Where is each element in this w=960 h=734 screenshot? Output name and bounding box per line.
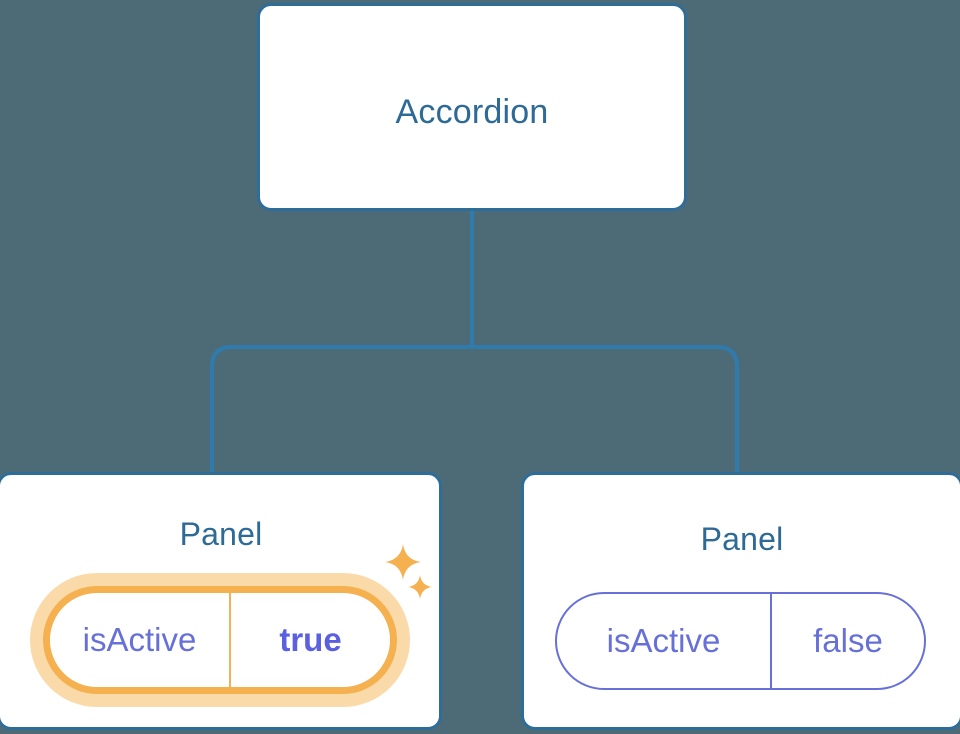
prop-value: false [813, 622, 883, 659]
node-panel-left-title: Panel [179, 516, 263, 552]
connector-branch-bar [210, 345, 739, 472]
prop-key: isActive [557, 594, 772, 688]
node-accordion-title: Accordion [395, 93, 549, 131]
node-accordion[interactable] [257, 3, 687, 211]
sparkle-icon [408, 575, 432, 599]
prop-key: isActive [50, 593, 231, 687]
node-panel-right-title: Panel [700, 521, 784, 557]
prop-pill-isactive-false[interactable]: isActive false [555, 592, 926, 690]
prop-pill-left-group: isActive true [30, 573, 410, 707]
prop-value: true [279, 621, 342, 658]
sparkle-icon [385, 544, 421, 580]
prop-pill-isactive-true[interactable]: isActive true [43, 586, 397, 694]
